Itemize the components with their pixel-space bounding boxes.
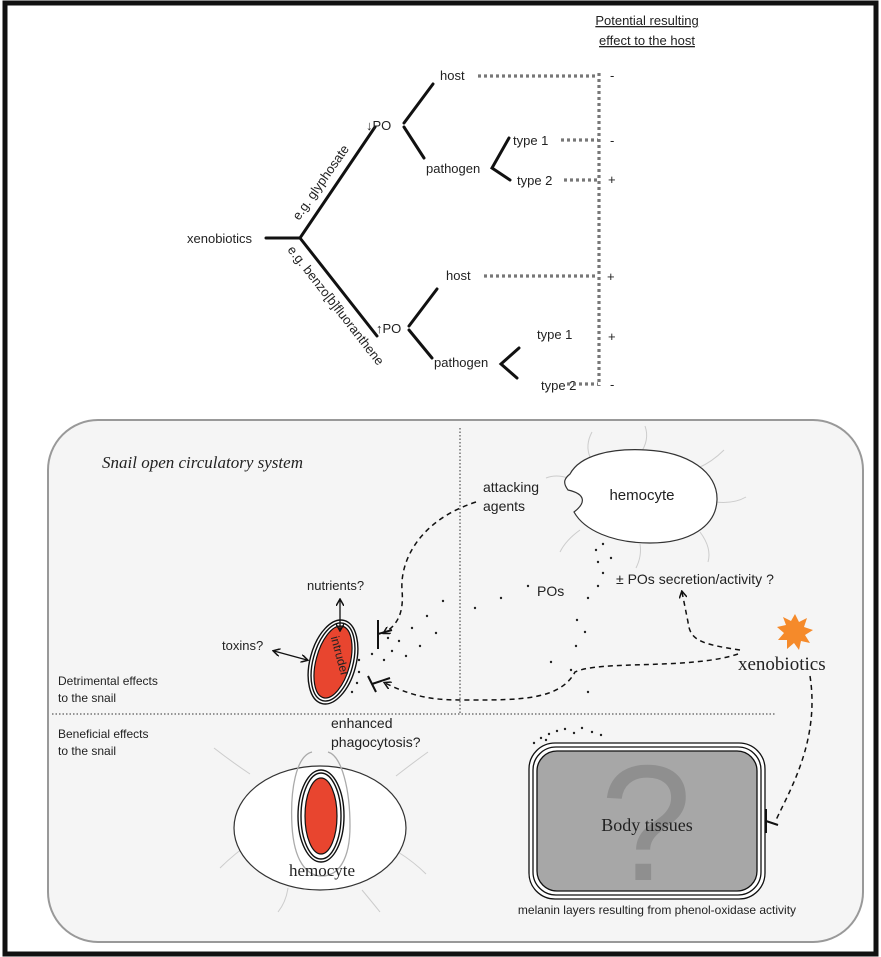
attacking-agents-line1: attacking bbox=[483, 479, 539, 495]
question-mark: ? bbox=[600, 731, 692, 915]
lower-type1-label: type 1 bbox=[537, 327, 572, 342]
body-tissues: ? Body tissues bbox=[528, 731, 766, 915]
hemocyte-top-label: hemocyte bbox=[609, 487, 674, 504]
inhibit-bar-xeno bbox=[367, 675, 391, 693]
upper-type-branch bbox=[490, 136, 512, 182]
detrimental-label-line2: to the snail bbox=[58, 691, 116, 705]
phagocytosis-line2: phagocytosis? bbox=[331, 734, 421, 750]
beneficial-label-line1: Beneficial effects bbox=[58, 727, 149, 741]
xenobiotics-label: xenobiotics bbox=[738, 654, 826, 675]
toxins-arrow bbox=[274, 651, 307, 660]
melanin-caption: melanin layers resulting from phenol-oxi… bbox=[518, 903, 796, 917]
upper-type1-label: type 1 bbox=[513, 133, 548, 148]
hemocyte-bottom-label: hemocyte bbox=[289, 861, 355, 880]
xeno-to-secretion-path bbox=[682, 592, 741, 651]
panel-title: Snail open circulatory system bbox=[102, 453, 303, 472]
detrimental-label-line1: Detrimental effects bbox=[58, 674, 158, 688]
root-xenobiotics: xenobiotics bbox=[187, 231, 253, 246]
circulatory-panel: Snail open circulatory system hemocyte a… bbox=[47, 419, 864, 943]
lower-type2-label: type 2 bbox=[541, 378, 576, 393]
toxins-label: toxins? bbox=[222, 638, 263, 653]
lower-branch-label: e.g. benzo[b]fluoranthene bbox=[285, 243, 388, 368]
upper-branch-label: e.g. glyphosate bbox=[289, 142, 352, 223]
phagocytosed-intruder bbox=[304, 777, 338, 855]
lower-host-label: host bbox=[446, 268, 471, 283]
upper-pathogen-label: pathogen bbox=[426, 161, 480, 176]
phagocytosis-line1: enhanced bbox=[331, 715, 393, 731]
upper-pathogen-branch bbox=[402, 125, 426, 160]
po-particles bbox=[339, 542, 613, 745]
xeno-to-tissue-path bbox=[775, 675, 813, 821]
nutrients-label: nutrients? bbox=[307, 578, 364, 593]
inhibit-bar-tissue bbox=[765, 809, 779, 833]
hemocyte-bottom: hemocyte bbox=[213, 747, 429, 913]
upper-host-branch bbox=[402, 82, 435, 125]
lower-type-branch bbox=[498, 346, 521, 380]
body-tissues-label: Body tissues bbox=[601, 815, 693, 835]
body-tissues-block bbox=[536, 750, 758, 892]
effect-sign-type2-lower: - bbox=[610, 377, 614, 392]
effect-header-line1: Potential resulting bbox=[595, 13, 698, 28]
pos-label: POs bbox=[537, 583, 564, 599]
lower-host-branch bbox=[407, 287, 439, 328]
lower-pathogen-branch bbox=[407, 328, 434, 360]
effect-sign-type1-lower: + bbox=[608, 329, 616, 344]
xeno-to-intruder-path bbox=[385, 653, 739, 701]
effect-sign-host-lower: + bbox=[607, 269, 615, 284]
attacking-agents-line2: agents bbox=[483, 498, 525, 514]
attacking-agents-path bbox=[384, 501, 477, 633]
effect-header-line2: effect to the host bbox=[599, 33, 695, 48]
beneficial-label-line2: to the snail bbox=[58, 744, 116, 758]
effect-sign-type2-upper: + bbox=[608, 172, 616, 187]
upper-node-po: ↓PO bbox=[366, 118, 391, 133]
effect-sign-type1-upper: - bbox=[610, 133, 614, 148]
lower-pathogen-label: pathogen bbox=[434, 355, 488, 370]
hemocyte-top: hemocyte bbox=[545, 425, 747, 569]
upper-type2-label: type 2 bbox=[517, 173, 552, 188]
phagosome-channel bbox=[290, 751, 351, 877]
effect-tree: Potential resulting effect to the host x… bbox=[187, 13, 699, 393]
lower-branch bbox=[298, 236, 379, 338]
intruder-top: intruder bbox=[307, 619, 359, 705]
pos-secretion-label: ± POs secretion/activity ? bbox=[616, 571, 774, 587]
hemocyte-top-cell bbox=[564, 449, 718, 544]
upper-host-label: host bbox=[440, 68, 465, 83]
effect-sign-host-upper: - bbox=[610, 68, 614, 83]
xenobiotics-burst-icon bbox=[777, 614, 813, 650]
lower-node-po: ↑PO bbox=[376, 321, 401, 336]
